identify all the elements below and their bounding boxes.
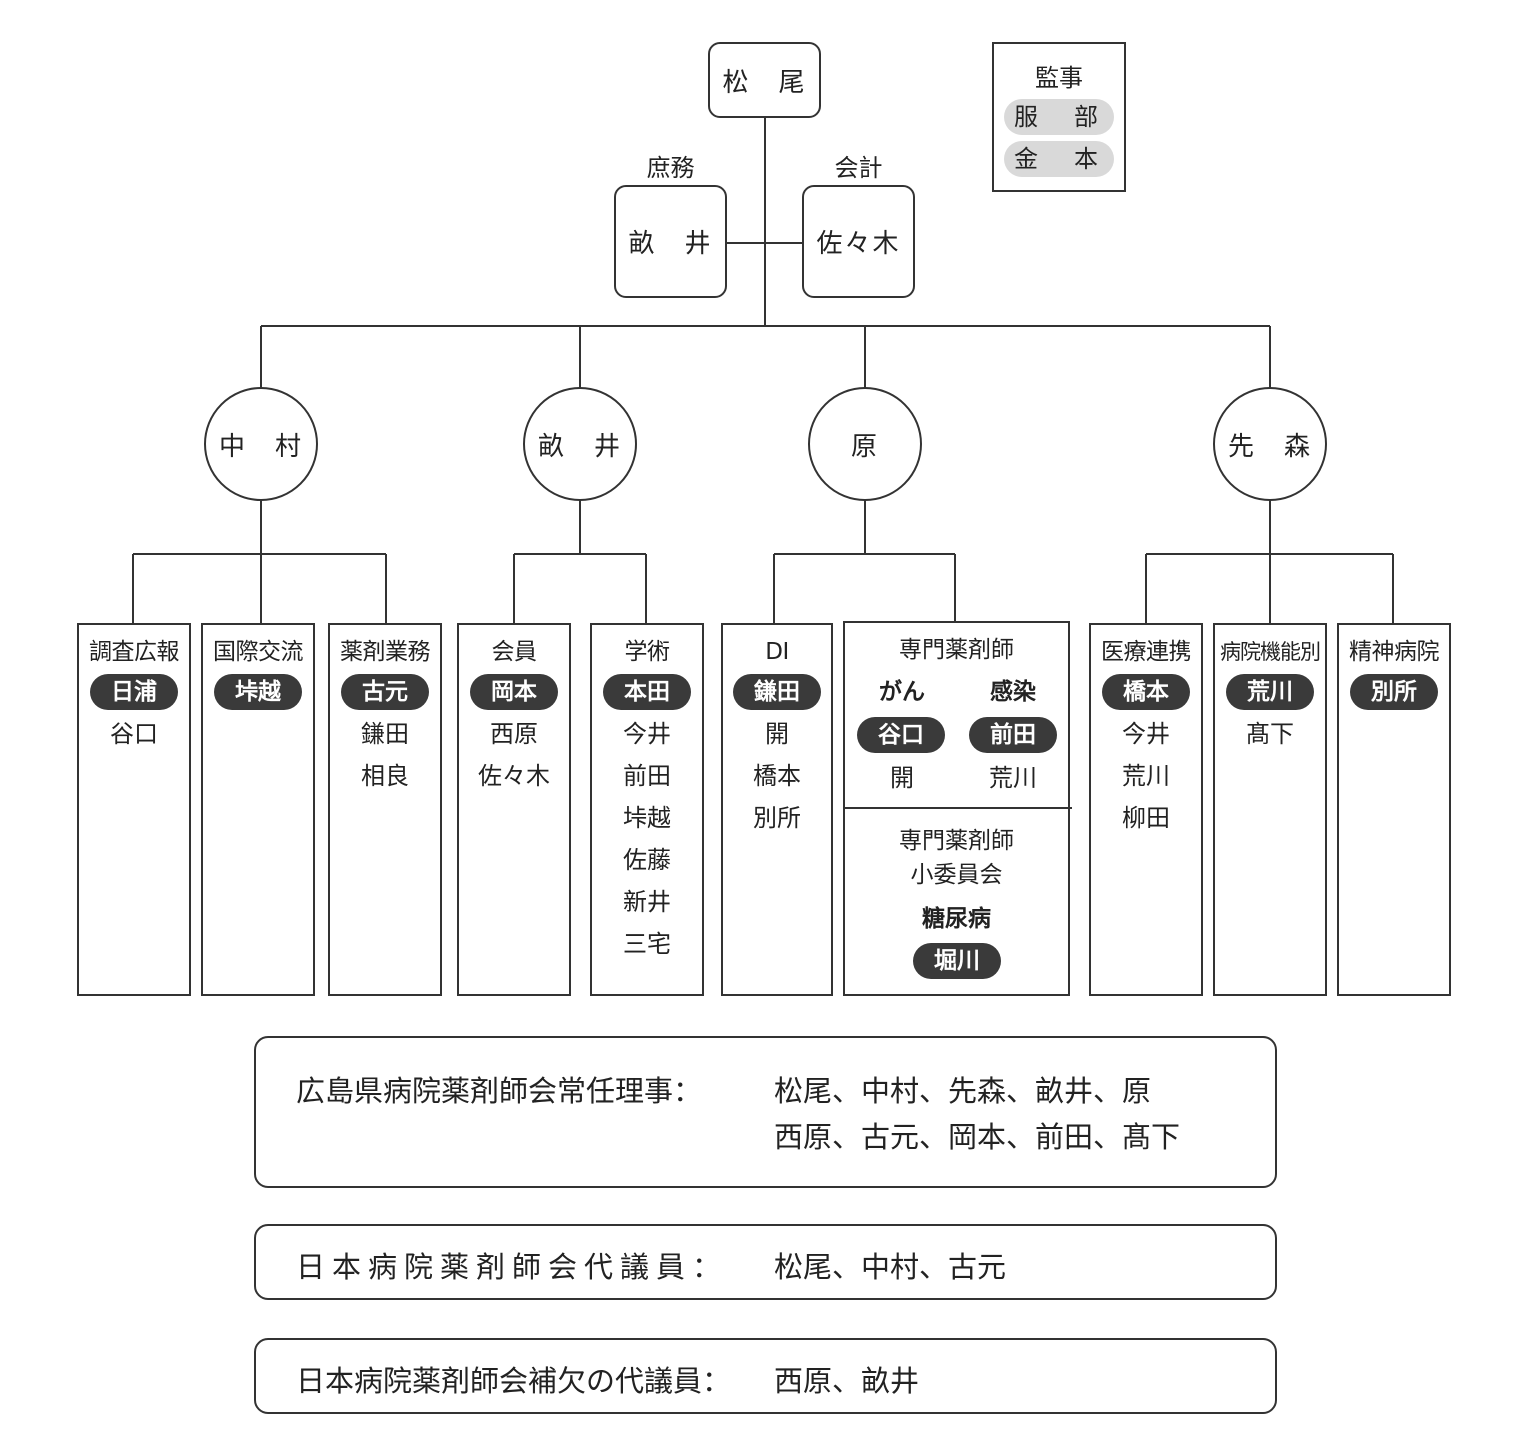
committee-column: 調査広報 日浦 谷口 xyxy=(77,623,191,996)
committee-column: 精神病院 別所 xyxy=(1337,623,1451,996)
committee-column: 学術 本田 今井 前田 垰越 佐藤 新井 三宅 xyxy=(590,623,704,996)
committee-column: 会員 岡本 西原 佐々木 xyxy=(457,623,571,996)
committee-member: 三宅 xyxy=(623,930,671,958)
accounting-name: 佐々木 xyxy=(816,229,901,259)
auditor-title: 監事 xyxy=(1035,64,1083,92)
standing-directors-box: 広島県病院薬剤師会常任理事： 松尾、中村、先森、畝井、原 西原、古元、岡本、前田… xyxy=(254,1036,1277,1188)
committee-chair: 古元 xyxy=(341,674,429,710)
diabetes-chair: 堀川 xyxy=(913,943,1001,979)
committee-head: 病院機能別 xyxy=(1220,640,1321,664)
accounting-box: 佐々木 xyxy=(802,185,915,298)
delegates-names: 松尾、中村、古元 xyxy=(774,1250,1007,1284)
subcommittee-head: 専門薬剤師 xyxy=(899,828,1014,854)
committee-head: 薬剤業務 xyxy=(340,639,431,665)
committee-head: DI xyxy=(765,639,789,665)
standing-directors-names: 西原、古元、岡本、前田、髙下 xyxy=(774,1120,1181,1154)
committee-head: 会員 xyxy=(491,639,538,665)
committee-member: 今井 xyxy=(623,720,671,748)
committee-member: 橋本 xyxy=(753,762,801,790)
standing-directors-label: 広島県病院薬剤師会常任理事： xyxy=(296,1074,703,1108)
specialist-head: 専門薬剤師 xyxy=(899,637,1014,663)
substitute-delegates-box: 日本病院薬剤師会補欠の代議員： 西原、畝井 xyxy=(254,1338,1277,1414)
accounting-label: 会計 xyxy=(834,154,883,182)
committee-member: 荒川 xyxy=(1122,762,1170,790)
president-name: 松 尾 xyxy=(722,67,807,98)
committee-member: 佐々木 xyxy=(478,762,550,790)
leader-circle: 原 xyxy=(808,387,922,501)
committee-member: 前田 xyxy=(623,762,671,790)
committee-member: 佐藤 xyxy=(623,846,671,874)
leader-name: 原 xyxy=(850,431,879,462)
leader-name: 先 森 xyxy=(1227,431,1312,462)
diabetes-label: 糖尿病 xyxy=(922,906,991,932)
president-box: 松 尾 xyxy=(708,42,821,118)
infection-member: 荒川 xyxy=(989,764,1037,792)
committee-head: 調査広報 xyxy=(89,639,180,665)
committee-chair: 荒川 xyxy=(1226,674,1314,710)
specialist-divider xyxy=(845,807,1072,809)
committee-chair: 岡本 xyxy=(470,674,558,710)
standing-directors-names: 松尾、中村、先森、畝井、原 xyxy=(774,1074,1152,1108)
substitute-delegates-names: 西原、畝井 xyxy=(774,1364,920,1398)
subcommittee-head: 小委員会 xyxy=(910,862,1003,888)
delegates-box: 日本病院薬剤師会代議員： 松尾、中村、古元 xyxy=(254,1224,1277,1300)
leader-circle: 先 森 xyxy=(1213,387,1327,501)
committee-member: 別所 xyxy=(753,804,801,832)
committee-column: 国際交流 垰越 xyxy=(201,623,315,996)
cancer-member: 開 xyxy=(890,764,914,792)
committee-head: 学術 xyxy=(624,639,671,665)
committee-chair: 垰越 xyxy=(214,674,302,710)
committee-member: 髙下 xyxy=(1246,720,1294,748)
committee-member: 垰越 xyxy=(623,804,671,832)
delegates-label: 日本病院薬剤師会代議員： xyxy=(296,1250,729,1284)
general-affairs-name: 畝 井 xyxy=(628,229,713,259)
general-affairs-box: 畝 井 xyxy=(614,185,727,298)
committee-chair: 鎌田 xyxy=(733,674,821,710)
committee-member: 新井 xyxy=(623,888,671,916)
committee-chair: 別所 xyxy=(1350,674,1438,710)
auditor-name: 服 部 xyxy=(1004,99,1114,135)
committee-column: DI 鎌田 開 橋本 別所 xyxy=(721,623,833,996)
specialist-column: 専門薬剤師 がん 谷口 開 感染 前田 荒川 専門薬剤師 小委員会 糖尿病 堀川 xyxy=(843,621,1072,996)
committee-member: 西原 xyxy=(490,720,538,748)
committee-member: 相良 xyxy=(361,762,409,790)
leader-circle: 畝 井 xyxy=(523,387,637,501)
leader-circle: 中 村 xyxy=(204,387,318,501)
committee-member: 開 xyxy=(765,720,789,748)
leader-name: 畝 井 xyxy=(537,431,622,462)
committee-column: 薬剤業務 古元 鎌田 相良 xyxy=(328,623,442,996)
committee-chair: 本田 xyxy=(603,674,691,710)
committee-member: 谷口 xyxy=(110,720,158,748)
infection-chair: 前田 xyxy=(969,717,1057,753)
cancer-label: がん xyxy=(879,679,925,705)
committee-member: 柳田 xyxy=(1122,804,1170,832)
cancer-chair: 谷口 xyxy=(857,717,945,753)
committee-member: 鎌田 xyxy=(361,720,409,748)
committee-member: 今井 xyxy=(1122,720,1170,748)
committee-column: 医療連携 橋本 今井 荒川 柳田 xyxy=(1089,623,1203,996)
auditor-box: 監事 服 部 金 本 xyxy=(992,42,1126,192)
committee-head: 精神病院 xyxy=(1349,639,1440,665)
auditor-name: 金 本 xyxy=(1004,141,1114,177)
committee-head: 国際交流 xyxy=(213,639,304,665)
committee-column: 病院機能別 荒川 髙下 xyxy=(1213,623,1327,996)
committee-head: 医療連携 xyxy=(1101,639,1192,665)
infection-label: 感染 xyxy=(990,679,1036,705)
committee-chair: 橋本 xyxy=(1102,674,1190,710)
leader-name: 中 村 xyxy=(218,431,303,462)
substitute-delegates-label: 日本病院薬剤師会補欠の代議員： xyxy=(296,1364,732,1398)
committee-chair: 日浦 xyxy=(90,674,178,710)
general-affairs-label: 庶務 xyxy=(646,154,695,182)
